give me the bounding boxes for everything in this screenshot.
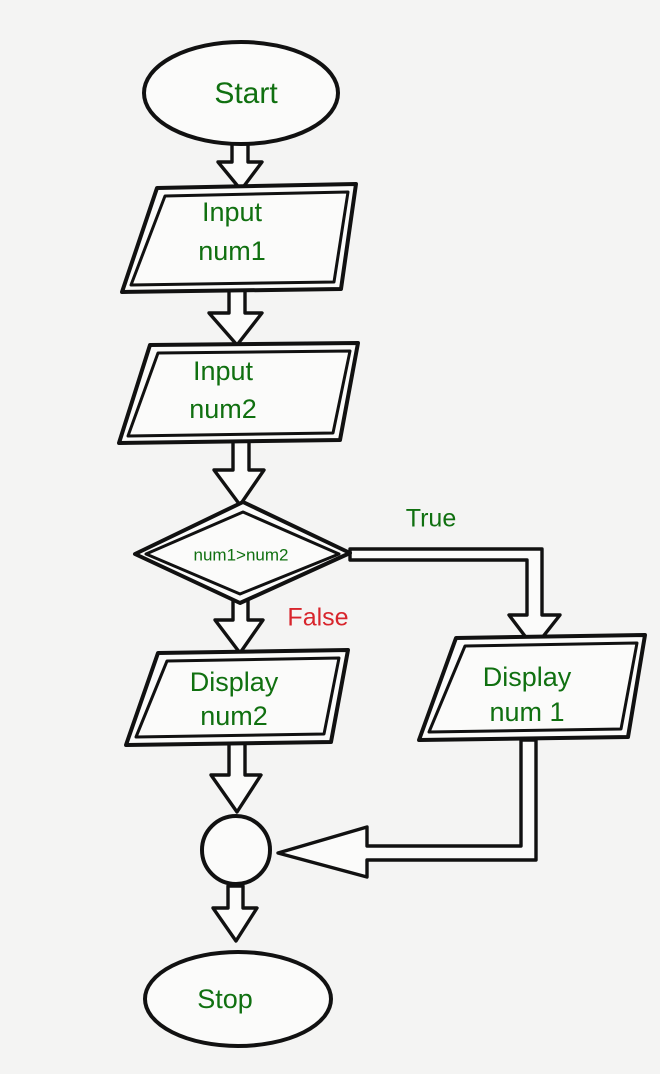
node-start-label: Start xyxy=(214,77,278,110)
node-input-num1-label-line2: num1 xyxy=(198,236,266,266)
branch-label-true: True xyxy=(406,505,456,533)
edge-display-num1-return-to-connector-circle xyxy=(276,738,538,879)
node-stop[interactable]: Stop xyxy=(143,950,333,1048)
node-display-num2-label-line2: num2 xyxy=(200,701,268,731)
node-start[interactable]: Start xyxy=(142,40,340,146)
node-display-num1[interactable]: Display num 1 xyxy=(417,633,647,742)
edge-input-num1-to-input-num2 xyxy=(207,286,264,347)
edge-decision-false-to-display-num2 xyxy=(213,598,265,655)
node-decision[interactable]: num1>num2 xyxy=(133,500,352,605)
branch-label-false: False xyxy=(287,604,348,632)
node-stop-label: Stop xyxy=(197,984,253,1014)
edge-decision-true-to-display-num1 xyxy=(348,547,562,650)
edge-input-num2-to-decision xyxy=(212,438,266,507)
node-input-num2-label-line1: Input xyxy=(193,356,254,386)
node-display-num1-label-line1: Display xyxy=(483,662,572,692)
node-input-num2[interactable]: Input num2 xyxy=(117,341,360,445)
edge-connector-circle-to-stop xyxy=(211,884,259,943)
edge-start-to-input-num1 xyxy=(216,141,264,192)
node-display-num2-label-line1: Display xyxy=(190,667,279,697)
node-display-num1-label-line2: num 1 xyxy=(489,697,564,727)
node-input-num1-label-line1: Input xyxy=(202,197,263,227)
node-connector-circle[interactable] xyxy=(200,814,272,886)
node-input-num2-label-line2: num2 xyxy=(189,394,257,424)
node-input-num1[interactable]: Input num1 xyxy=(120,182,358,294)
node-decision-label: num1>num2 xyxy=(194,545,289,564)
node-display-num2[interactable]: Display num2 xyxy=(124,648,350,747)
edge-display-num2-to-connector-circle xyxy=(209,740,263,814)
